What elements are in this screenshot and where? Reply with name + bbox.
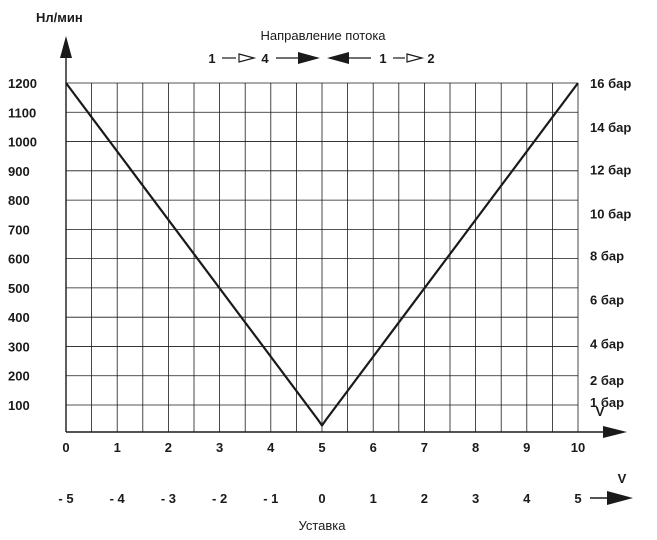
x-top-tick-label: 10: [571, 440, 585, 455]
x-bottom-axis-arrow: [607, 491, 633, 505]
x-bottom-tick-label: - 3: [161, 491, 176, 506]
x-bottom-axis-label: V: [618, 471, 627, 486]
x-bottom-tick-label: - 2: [212, 491, 227, 506]
x-top-tick-label: 8: [472, 440, 479, 455]
pressure-label: 10 бар: [590, 206, 631, 221]
flow-right-from: 1: [379, 51, 386, 66]
y-axis-label: Нл/мин: [36, 10, 83, 25]
y-tick-label: 800: [8, 193, 30, 208]
pressure-label: 12 бар: [590, 162, 631, 177]
y-tick-label: 900: [8, 164, 30, 179]
x-bottom-tick-label: 5: [574, 491, 581, 506]
labels: 1002003004005006007008009001000110012000…: [8, 76, 631, 506]
x-top-tick-label: 5: [318, 440, 325, 455]
x-bottom-tick-label: 4: [523, 491, 531, 506]
flow-right-arrow-head: [406, 53, 425, 63]
axes: [60, 36, 633, 505]
flow-right-to: 2: [427, 51, 434, 66]
flow-left-from: 1: [208, 51, 215, 66]
x-bottom-tick-label: - 4: [110, 491, 126, 506]
y-tick-label: 200: [8, 369, 30, 384]
pressure-label: 1 бар: [590, 395, 624, 410]
x-top-tick-label: 3: [216, 440, 223, 455]
y-tick-label: 600: [8, 252, 30, 267]
x-bottom-tick-label: 0: [318, 491, 325, 506]
pressure-label: 6 бар: [590, 293, 624, 308]
grid: [66, 82, 579, 432]
x-top-axis-label: V: [596, 404, 605, 419]
pressure-label: 2 бар: [590, 373, 624, 388]
flow-left-to: 4: [261, 51, 269, 66]
x-axis-arrow: [603, 426, 627, 438]
y-tick-label: 300: [8, 339, 30, 354]
flow-direction-title: Направление потока: [260, 28, 386, 43]
pressure-label: 8 бар: [590, 249, 624, 264]
y-tick-label: 1000: [8, 135, 37, 150]
y-tick-label: 400: [8, 310, 30, 325]
x-axis-label: Уставка: [298, 518, 346, 533]
x-top-tick-label: 7: [421, 440, 428, 455]
x-top-tick-label: 2: [165, 440, 172, 455]
x-top-tick-label: 9: [523, 440, 530, 455]
x-top-tick-label: 0: [62, 440, 69, 455]
x-bottom-tick-label: 3: [472, 491, 479, 506]
pressure-label: 4 бар: [590, 337, 624, 352]
x-bottom-tick-label: - 1: [263, 491, 278, 506]
pressure-label: 14 бар: [590, 120, 631, 135]
y-tick-label: 500: [8, 281, 30, 296]
flow-left-arrow-head: [238, 53, 257, 63]
flow-center-left-head: [298, 52, 320, 64]
y-tick-label: 700: [8, 222, 30, 237]
flow-center-right-head: [327, 52, 349, 64]
y-axis-arrow: [60, 36, 72, 58]
y-tick-label: 1100: [8, 105, 36, 120]
y-tick-label: 100: [8, 398, 30, 413]
curve-layer: [65, 82, 579, 427]
flow-curve: [65, 82, 579, 427]
x-top-tick-label: 1: [114, 440, 121, 455]
x-top-tick-label: 6: [370, 440, 377, 455]
pressure-label: 16 бар: [590, 76, 631, 91]
x-bottom-tick-label: 1: [370, 491, 377, 506]
x-bottom-tick-label: 2: [421, 491, 428, 506]
y-tick-label: 1200: [8, 76, 37, 91]
x-bottom-tick-label: - 5: [58, 491, 73, 506]
x-top-tick-label: 4: [267, 440, 275, 455]
